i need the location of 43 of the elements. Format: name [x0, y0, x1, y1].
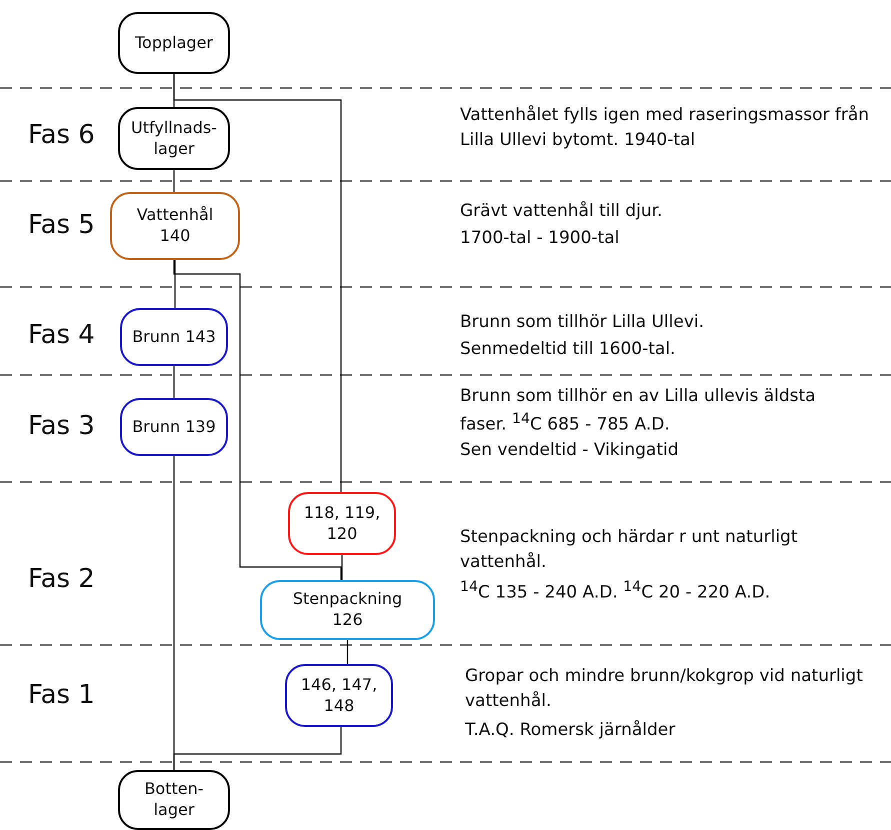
layer-box: [118, 107, 230, 170]
connector-line: [341, 555, 343, 580]
layer-box: [285, 664, 393, 727]
connector-line: [173, 74, 342, 492]
connector-line: [173, 366, 175, 398]
layer-box: [120, 398, 228, 456]
layer-box: [288, 492, 396, 555]
layer-box: [120, 308, 228, 366]
layer-label: Vattenhål 140: [136, 205, 214, 247]
phase-label: Fas 3: [28, 410, 95, 443]
phase-description: Stenpackning och härdar r unt naturligt vattenhål.: [460, 526, 799, 574]
layer-label: Stenpackning 126: [292, 589, 404, 631]
phase-description: Vattenhålet fylls igen med raseringsmassor från Lilla Ullevi bytomt. 1940-tal: [460, 104, 870, 152]
phase-description: Senmedeltid till 1600-tal.: [460, 338, 676, 361]
connector-line: [346, 640, 348, 664]
layer-label: 146, 147, 148: [300, 674, 378, 716]
layer-label: Brunn 143: [132, 326, 216, 348]
phase-description: Gropar och mindre brunn/kokgrop vid naturligt vattenhål.: [465, 665, 864, 713]
phase-description: Sen vendeltid - Vikingatid: [460, 439, 680, 462]
connector-line: [173, 260, 342, 580]
layer-label: Brunn 139: [132, 416, 216, 438]
layer-label: Botten- lager: [143, 779, 205, 821]
layer-box: [110, 192, 240, 260]
layer-box: [118, 770, 230, 830]
phase-description: 1700-tal - 1900-tal: [460, 227, 620, 250]
connector-line: [173, 727, 342, 770]
phase-description: T.A.Q. Romersk järnålder: [465, 719, 676, 742]
phase-description: Grävt vattenhål till djur.: [460, 200, 664, 223]
layer-box: [118, 12, 230, 74]
layer-label: 118, 119, 120: [302, 502, 382, 544]
layer-label: Utfyllnads- lager: [130, 118, 218, 160]
phase-description: Brunn som tillhör Lilla Ullevi.: [460, 311, 706, 334]
layer-label: Topplager: [135, 32, 213, 54]
connector-line: [174, 260, 176, 308]
phase-label: Fas 1: [28, 679, 95, 712]
phase-label: Fas 6: [28, 119, 95, 152]
phase-description: Brunn som tillhör en av Lilla ullevis äldsta faser. $^{14}$C 685 - 785 A.D.: [460, 385, 817, 436]
phase-label: Fas 5: [28, 209, 95, 242]
connector-line: [173, 170, 175, 192]
phase-label: Fas 2: [28, 563, 95, 596]
phase-description: $^{14}$C 135 - 240 A.D. $^{14}$C 20 - 220 A.D.: [460, 578, 772, 605]
layer-box: [260, 580, 435, 640]
phase-label: Fas 4: [28, 319, 95, 352]
